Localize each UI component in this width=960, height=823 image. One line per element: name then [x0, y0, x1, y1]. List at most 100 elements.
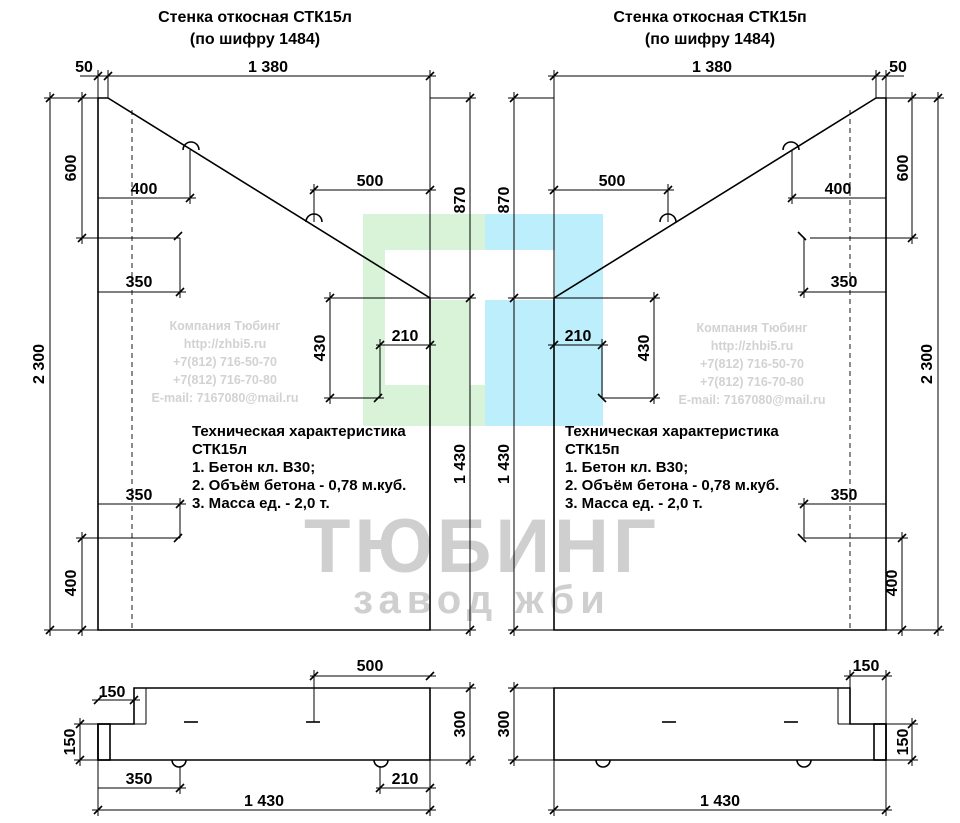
- right-wm-line-0: Компания Тюбинг: [697, 321, 808, 335]
- right-plan-tick-300-b: [509, 755, 519, 765]
- left-tick-350-upper: [175, 287, 185, 297]
- left-plan-dim-1430: 1 430: [244, 793, 284, 810]
- right-wm-line-1: http://zhbi5.ru: [711, 339, 794, 353]
- left-plan-tick-1430-a: [93, 805, 103, 815]
- right-dim-400: 400: [825, 181, 852, 198]
- left-tick-600-top: [77, 93, 87, 103]
- left-tick-210-b: [425, 340, 435, 350]
- right-spec-line-0: Техническая характеристика: [565, 423, 779, 440]
- left-dim-400: 400: [131, 181, 158, 198]
- left-plan-tick-150-b: [129, 695, 139, 705]
- right-plan-tick-150-b: [881, 671, 891, 681]
- right-tick-600-bot: [907, 233, 917, 243]
- watermark-brand: ТЮБИНГ: [304, 504, 660, 589]
- left-tick-430-top: [325, 293, 335, 303]
- left-panel: Стенка откосная СТК15л (по шифру 1484) 5…: [31, 9, 476, 816]
- left-tick-right-bot: [465, 625, 475, 635]
- right-dim-2300: 2 300: [919, 344, 936, 384]
- right-panel: Стенка откосная СТК15п (по шифру 1484) 1…: [496, 9, 944, 816]
- right-plan-tick-300-a: [509, 683, 519, 693]
- left-plan-tick-150-side-b: [75, 755, 85, 765]
- right-tick-2300-top: [933, 93, 943, 103]
- right-tick-400-bottom-top: [897, 533, 907, 543]
- right-wm-line-3: +7(812) 716-70-80: [700, 375, 804, 389]
- right-tick-210-a: [549, 340, 559, 350]
- right-tick-430-bot: [649, 393, 659, 403]
- left-tick-500-a: [309, 185, 319, 195]
- right-tick-left-top: [509, 93, 519, 103]
- left-tick-500-b: [425, 185, 435, 195]
- right-contact-watermark: Компания Тюбинг http://zhbi5.ru +7(812) …: [679, 321, 826, 407]
- left-dim-400-bottom: 400: [63, 570, 80, 597]
- left-wm-line-2: +7(812) 716-50-70: [173, 355, 277, 369]
- left-plan-dim-150-top: 150: [99, 684, 126, 701]
- left-tick-2300-bot: [45, 625, 55, 635]
- left-tick-top-c: [425, 71, 435, 81]
- left-dim-500: 500: [357, 173, 384, 190]
- left-embed-mark-upper: [173, 231, 183, 241]
- left-plan-tick-300-a: [465, 683, 475, 693]
- left-plan-tick-500-b: [425, 671, 435, 681]
- left-tick-400: [185, 193, 195, 203]
- left-tick-600-bot: [77, 233, 87, 243]
- left-plan-tick-150-a: [93, 695, 103, 705]
- right-dim-870: 870: [496, 187, 513, 214]
- left-plan-tick-300-b: [465, 755, 475, 765]
- left-spec-line-1: СТК15л: [192, 441, 247, 458]
- left-tick-430-bot: [325, 393, 335, 403]
- left-plan-tick-210-a: [375, 783, 385, 793]
- left-dim-600: 600: [63, 155, 80, 182]
- right-dim-1430: 1 430: [496, 444, 513, 484]
- right-spec-line-3: 2. Объём бетона - 0,78 м.куб.: [565, 477, 779, 494]
- right-dim-350-upper: 350: [831, 274, 858, 291]
- left-plan-dim-150-side: 150: [62, 729, 79, 756]
- right-tick-top-b: [871, 71, 881, 81]
- right-plan-view: 150 300 150 1 430: [496, 658, 918, 816]
- watermark-logo-green-inner: [430, 300, 470, 385]
- left-plan-tick-350: [175, 783, 185, 793]
- left-spec-line-3: 2. Объём бетона - 0,78 м.куб.: [192, 477, 406, 494]
- left-plan-outline: [97, 687, 431, 761]
- right-tick-500-b: [663, 185, 673, 195]
- right-spec-line-4: 3. Масса ед. - 2,0 т.: [565, 495, 703, 512]
- right-wm-line-2: +7(812) 716-50-70: [700, 357, 804, 371]
- left-spec-line-4: 3. Масса ед. - 2,0 т.: [192, 495, 330, 512]
- left-plan-view: 500 150 150 300 350 210: [62, 658, 476, 816]
- right-tick-left-mid: [509, 293, 519, 303]
- left-tick-right-top: [465, 93, 475, 103]
- left-spec-block: Техническая характеристика СТК15л 1. Бет…: [192, 423, 406, 512]
- left-tick-400-bottom-bot: [77, 625, 87, 635]
- right-plan-tick-1430-b: [881, 805, 891, 815]
- right-tick-350-upper: [799, 287, 809, 297]
- right-spec-line-1: СТК15п: [565, 441, 620, 458]
- left-plan-dim-210: 210: [392, 771, 419, 788]
- right-plan-step: [873, 723, 887, 761]
- right-tick-top-a: [549, 71, 559, 81]
- left-wm-line-4: E-mail: 7167080@mail.ru: [152, 391, 299, 405]
- left-tick-210-a: [375, 340, 385, 350]
- left-contact-watermark: Компания Тюбинг http://zhbi5.ru +7(812) …: [152, 319, 299, 405]
- left-plan-loop-b: [373, 759, 389, 768]
- right-tick-2300-bot: [933, 625, 943, 635]
- right-dim-500: 500: [599, 173, 626, 190]
- right-dim-210: 210: [565, 328, 592, 345]
- left-plan-tick-1430-b: [425, 805, 435, 815]
- right-tick-400-bottom-bot: [897, 625, 907, 635]
- right-spec-block: Техническая характеристика СТК15п 1. Бет…: [565, 423, 779, 512]
- left-spec-line-2: 1. Бетон кл. В30;: [192, 459, 315, 476]
- right-dim-600: 600: [895, 155, 912, 182]
- left-dim-2300: 2 300: [31, 344, 48, 384]
- right-dim-430: 430: [636, 335, 653, 362]
- watermark-logo: [363, 214, 603, 426]
- left-title-line1: Стенка откосная СТК15л: [158, 9, 352, 26]
- right-tick-430-top: [649, 293, 659, 303]
- right-wm-line-4: E-mail: 7167080@mail.ru: [679, 393, 826, 407]
- left-dim-1430: 1 430: [452, 444, 469, 484]
- left-plan-dim-350: 350: [126, 771, 153, 788]
- right-tick-350-lower: [799, 499, 809, 509]
- right-plan-loop-a: [595, 759, 611, 768]
- left-plan-loop-a: [171, 759, 187, 768]
- right-plan-dim-150-side: 150: [895, 729, 912, 756]
- right-tick-210-b: [597, 340, 607, 350]
- right-spec-line-2: 1. Бетон кл. В30;: [565, 459, 688, 476]
